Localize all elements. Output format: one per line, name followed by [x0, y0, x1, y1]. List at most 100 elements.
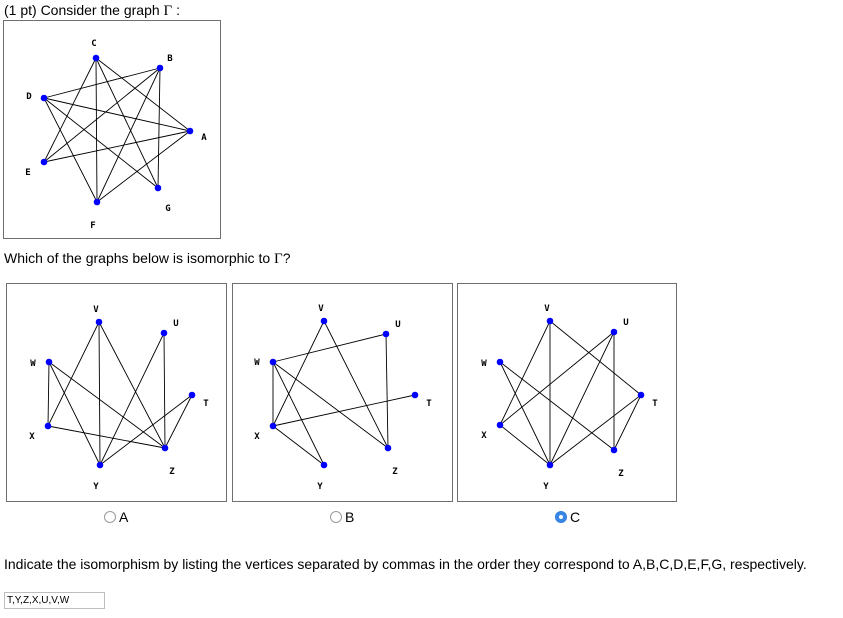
vertex-label-U: U	[623, 318, 628, 328]
edge-C-G	[95, 57, 159, 189]
edge-U-Y	[99, 332, 165, 466]
vertex-U	[610, 328, 618, 336]
edge-W-Y	[499, 361, 551, 466]
edge-T-Z	[613, 394, 642, 451]
edge-X-Y	[272, 425, 325, 466]
vertex-F	[93, 198, 101, 206]
vertex-label-Y: Y	[93, 482, 99, 492]
edge-W-Z	[272, 361, 389, 449]
edge-D-F	[43, 97, 98, 203]
vertex-label-G: G	[165, 204, 170, 214]
vertex-V	[320, 317, 328, 325]
edge-V-X	[47, 321, 100, 427]
edge-E-C	[43, 57, 97, 163]
vertex-Z	[161, 444, 169, 452]
edge-T-X	[272, 394, 416, 427]
vertex-G	[154, 184, 162, 192]
edge-C-F	[95, 57, 98, 203]
edge-W-U	[272, 333, 387, 363]
vertex-label-X: X	[481, 431, 487, 441]
vertex-label-X: X	[254, 432, 260, 442]
vertex-label-Z: Z	[392, 467, 398, 477]
vertex-A	[186, 127, 194, 135]
edge-V-Z	[98, 321, 166, 449]
vertex-label-X: X	[29, 432, 35, 442]
vertex-W	[496, 358, 504, 366]
edge-V-Y	[98, 321, 101, 466]
option-c-choice[interactable]: C	[555, 509, 580, 525]
which-suffix: ?	[282, 250, 291, 266]
vertex-label-W: W	[254, 358, 260, 368]
vertex-T	[188, 391, 196, 399]
vertex-W	[45, 358, 53, 366]
edge-V-X	[499, 320, 551, 426]
vertex-V	[546, 317, 554, 325]
option-c-radio[interactable]	[555, 511, 567, 523]
graph-option-a-figure: T U V W X Y Z	[29, 305, 209, 492]
edge-U-Y	[549, 331, 615, 466]
which-question: Which of the graphs below is isomorphic …	[4, 250, 290, 268]
vertex-label-Z: Z	[169, 467, 175, 477]
edge-A-F	[96, 130, 191, 203]
vertex-label-F: F	[90, 221, 95, 231]
vertex-label-U: U	[395, 320, 400, 330]
edge-X-Z	[47, 425, 166, 449]
graph-option-a-panel: T U V W X Y Z	[6, 283, 227, 502]
vertex-C	[92, 54, 100, 62]
vertex-U	[382, 330, 390, 338]
edge-B-F	[96, 67, 161, 203]
edge-A-E	[43, 130, 191, 163]
vertex-W	[269, 358, 277, 366]
vertex-label-T: T	[203, 399, 209, 409]
edge-V-T	[549, 320, 642, 396]
edge-V-Z	[323, 320, 389, 449]
vertex-X	[44, 422, 52, 430]
vertex-Z	[610, 446, 618, 454]
edge-U-Z	[163, 332, 166, 449]
vertex-T	[411, 391, 419, 399]
option-a-radio[interactable]	[104, 511, 116, 523]
vertex-label-V: V	[93, 305, 99, 315]
question-prefix: (1 pt) Consider the graph	[4, 2, 160, 18]
vertex-Z	[384, 444, 392, 452]
vertex-B	[156, 64, 164, 72]
gamma-symbol-2: Γ	[274, 251, 283, 267]
vertex-label-V: V	[544, 304, 550, 314]
vertex-label-Y: Y	[317, 482, 323, 492]
edge-B-G	[157, 67, 161, 189]
edge-T-Y	[99, 394, 193, 466]
edge-X-Y	[499, 424, 551, 466]
option-b-choice[interactable]: B	[330, 509, 354, 525]
question-suffix: :	[172, 2, 180, 18]
vertex-Y	[320, 461, 328, 469]
which-prefix: Which of the graphs below is isomorphic …	[4, 250, 271, 266]
vertex-label-B: B	[167, 54, 173, 64]
vertex-label-T: T	[652, 399, 658, 409]
vertex-U	[160, 329, 168, 337]
vertex-label-Z: Z	[618, 469, 624, 479]
vertex-label-U: U	[173, 319, 178, 329]
edge-W-Z	[499, 361, 615, 451]
vertex-label-A: A	[201, 133, 207, 143]
vertex-V	[95, 318, 103, 326]
gamma-symbol: Γ	[163, 3, 173, 19]
vertex-label-W: W	[30, 359, 36, 369]
edge-T-Y	[549, 394, 642, 466]
edge-T-Z	[164, 394, 193, 449]
vertex-label-E: E	[25, 168, 30, 178]
vertex-Y	[96, 461, 104, 469]
option-a-label: A	[119, 509, 129, 525]
edge-A-C	[95, 57, 191, 132]
edge-D-A	[43, 97, 191, 132]
edge-B-E	[43, 67, 161, 163]
option-a-choice[interactable]: A	[104, 509, 128, 525]
edge-W-Y	[272, 361, 325, 466]
edge-D-G	[43, 97, 159, 189]
vertex-label-V: V	[318, 304, 324, 314]
option-b-radio[interactable]	[330, 511, 342, 523]
answer-input[interactable]	[4, 592, 105, 609]
edge-U-Z	[385, 333, 389, 449]
